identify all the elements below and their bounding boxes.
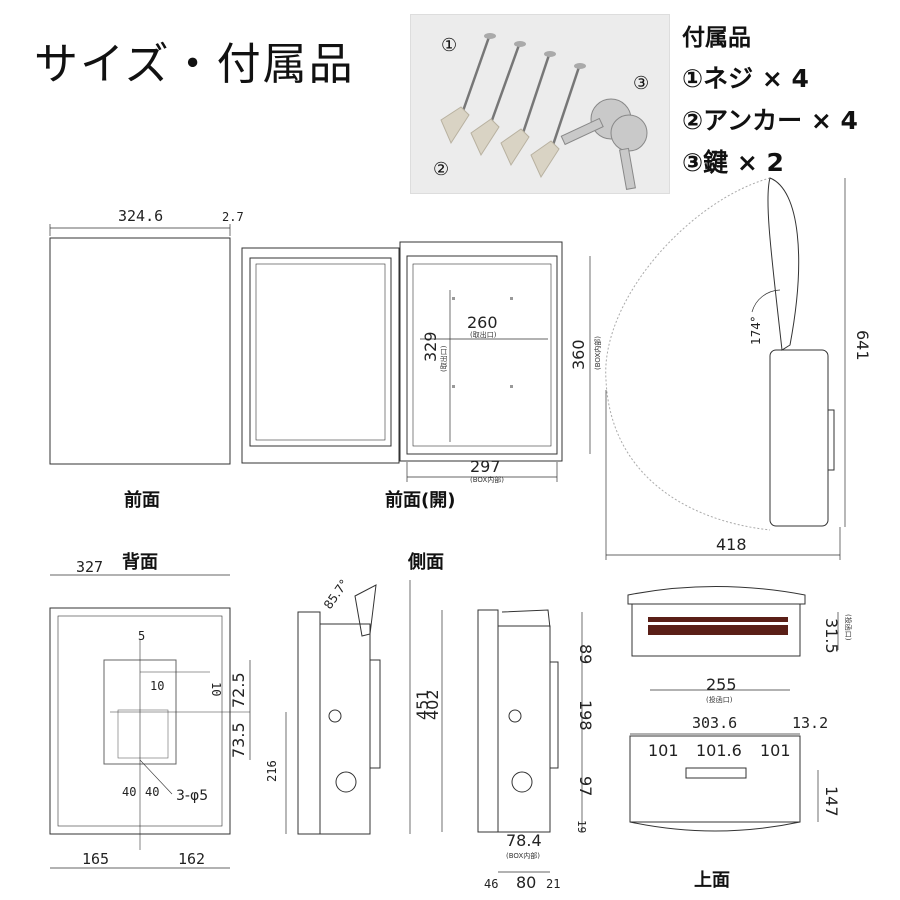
dim-side-402: 402 — [423, 689, 442, 720]
dim-angle-174: 174° — [749, 316, 763, 345]
dim-back-162: 162 — [178, 850, 205, 868]
dim-open-297: 297 — [470, 457, 501, 476]
side-view2-body — [497, 625, 551, 833]
top-lid — [627, 586, 806, 605]
front-open-box — [399, 241, 563, 462]
side-body — [769, 349, 829, 527]
dim-top-101-6: 101.6 — [696, 741, 742, 760]
side-view2-mount — [477, 609, 499, 833]
label-top: 上面 — [694, 870, 730, 891]
marker-3: ③ — [633, 73, 649, 94]
dim-top-255: 255 — [706, 675, 737, 694]
marker-2: ② — [433, 159, 449, 180]
dim-front-width: 324.6 — [118, 207, 163, 225]
dim-side-19: 19 — [575, 820, 588, 833]
dim-side-97: 97 — [576, 776, 595, 796]
marker-1: ① — [441, 35, 457, 56]
dim-top-255-sub: (投函口) — [706, 695, 733, 704]
dim-back-10b: 10 — [150, 679, 164, 693]
dim-open-360-sub: (BOX内部) — [593, 336, 602, 370]
dim-open-360: 360 — [569, 339, 588, 370]
dim-side-198: 198 — [576, 700, 595, 731]
dim-back-holes: 3-φ5 — [176, 788, 208, 804]
dim-side-46: 46 — [484, 877, 498, 891]
front-open-door — [241, 247, 400, 464]
dim-side-784-sub: (BOX内部) — [506, 851, 540, 860]
dim-top-101a: 101 — [648, 741, 679, 760]
accessory-item-keys: ③鍵 × 2 — [682, 148, 784, 177]
dim-back-216: 216 — [265, 760, 279, 782]
dim-side-angle: 85.7° — [321, 577, 351, 612]
dim-open-329-sub: (取出口) — [439, 345, 448, 372]
top-view-outline — [629, 735, 801, 823]
top-mail-slot — [648, 617, 788, 635]
dim-back-73-5: 73.5 — [229, 722, 248, 758]
dim-side-80: 80 — [516, 873, 536, 892]
dim-top-31-5-sub: (投函口) — [844, 614, 853, 641]
top-body — [631, 603, 801, 657]
dim-open-297-sub: (BOX内部) — [470, 475, 504, 484]
dim-top-31-5: 31.5 — [822, 618, 841, 654]
accessories-list: 付属品 ①ネジ × 4 ②アンカー × 4 ③鍵 × 2 — [682, 18, 858, 184]
screws-anchors-keys-illustration: ① ② ③ — [433, 33, 649, 190]
dim-top-101b: 101 — [760, 741, 791, 760]
accessory-item-anchors: ②アンカー × 4 — [682, 106, 858, 135]
dim-front-lip: 2.7 — [222, 210, 244, 224]
side-view-mount — [297, 611, 321, 835]
dim-back-40b: 40 — [145, 785, 159, 799]
dim-height-641: 641 — [853, 330, 872, 361]
dim-back-width: 327 — [76, 558, 103, 576]
dim-back-5: 5 — [138, 629, 145, 643]
page-title: サイズ・付属品 — [34, 39, 355, 90]
label-back: 背面 — [122, 552, 158, 573]
label-side: 側面 — [408, 552, 444, 573]
accessories-photo: ① ② ③ — [410, 14, 670, 194]
accessories-heading: 付属品 — [682, 25, 751, 51]
dim-open-329: 329 — [421, 331, 440, 362]
dim-back-40a: 40 — [122, 785, 136, 799]
front-view-outline — [49, 237, 231, 465]
dim-open-260: 260 — [467, 313, 498, 332]
dim-back-165: 165 — [82, 850, 109, 868]
dim-back-10a: 10 — [209, 682, 223, 696]
label-front-open: 前面(開) — [385, 490, 456, 511]
dim-side-784: 78.4 — [506, 831, 542, 850]
dim-side-451: 451 — [413, 689, 432, 720]
side-view-body — [319, 623, 371, 835]
dim-depth-418: 418 — [716, 535, 747, 554]
dim-side-21: 21 — [546, 877, 560, 891]
dim-back-72-5: 72.5 — [229, 672, 248, 708]
dim-open-260-sub: (取出口) — [470, 330, 497, 339]
label-front: 前面 — [124, 490, 160, 511]
dim-side-89: 89 — [576, 644, 595, 664]
side-lid-open — [767, 177, 800, 351]
accessory-item-screws: ①ネジ × 4 — [682, 64, 809, 93]
dim-top-13-2: 13.2 — [792, 714, 828, 732]
dim-top-147: 147 — [822, 786, 841, 817]
dim-top-303-6: 303.6 — [692, 714, 737, 732]
